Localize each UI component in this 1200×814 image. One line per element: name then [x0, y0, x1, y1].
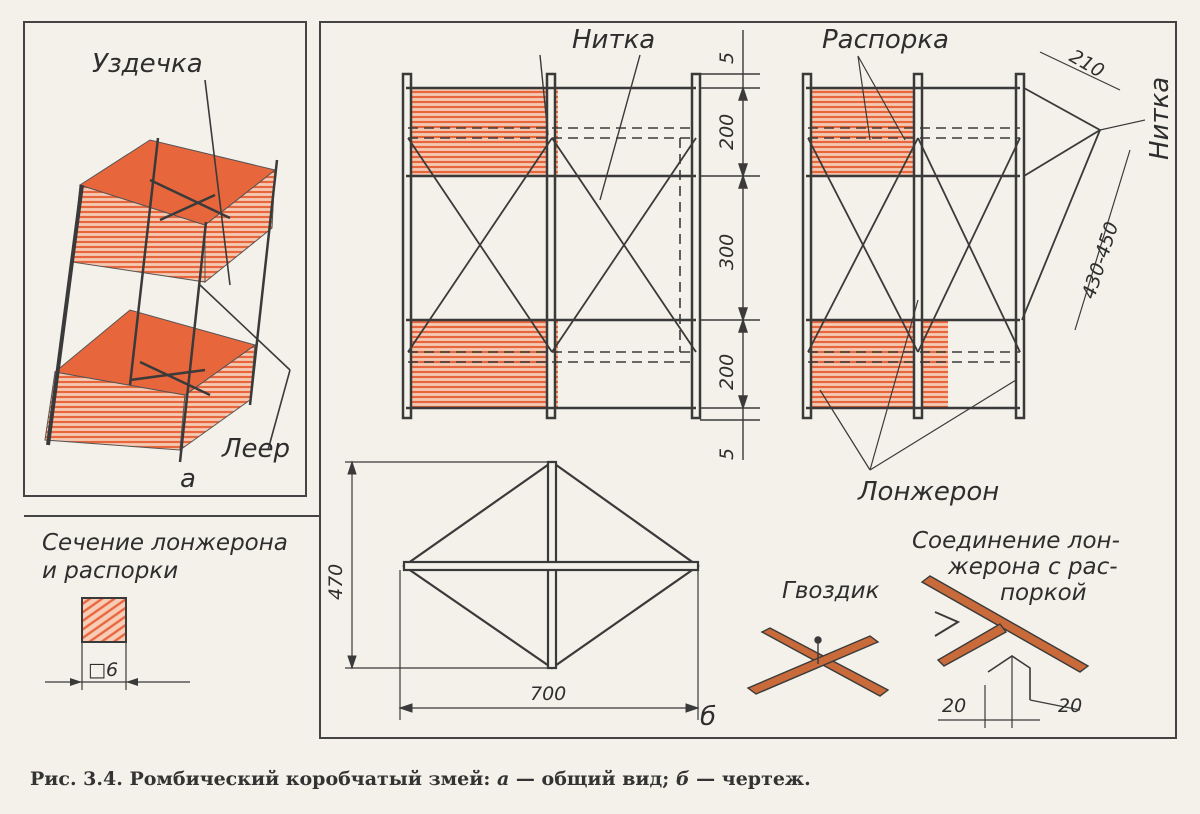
label-line-top: Нитка — [572, 25, 655, 55]
frame-view-a — [23, 21, 307, 497]
label-joint-1: Соединение лон- — [912, 528, 1120, 554]
label-bridle: Уздечка — [92, 49, 203, 79]
spreader-joint — [920, 575, 1090, 728]
label-joint-3: поркой — [1000, 580, 1087, 606]
dim-bottom: 5 — [716, 448, 738, 460]
caption-a-text: — общий вид; — [509, 768, 676, 790]
dim-bridle: 210 — [1066, 45, 1108, 82]
figure-caption: Рис. 3.4. Ромбический коробчатый змей: а… — [30, 768, 811, 790]
section-square — [45, 597, 190, 690]
label-nail: Гвоздик — [782, 578, 880, 604]
label-leer: Леер — [221, 434, 290, 464]
front-elevation — [401, 54, 702, 420]
side-elevation — [801, 51, 1146, 471]
kite-perspective — [44, 79, 291, 463]
label-view-a: а — [180, 464, 196, 494]
label-section-2: и распорки — [42, 558, 178, 584]
dim-top: 5 — [716, 52, 738, 64]
caption-b-text: — чертеж. — [689, 768, 811, 790]
label-joint-2: жерона с рас- — [947, 554, 1118, 580]
caption-a: а — [496, 768, 510, 790]
dim-upper: 200 — [716, 114, 738, 150]
dim-joint-right: 20 — [1058, 695, 1082, 717]
label-view-b: б — [700, 702, 716, 732]
label-line-right: Нитка — [1145, 77, 1175, 160]
label-longeron: Лонжерон — [857, 477, 999, 507]
dimension-chain — [700, 30, 760, 460]
caption-b: б — [675, 768, 690, 790]
front-upper-fabric — [406, 88, 558, 176]
top-view-rhombus — [345, 460, 700, 720]
dim-middle: 300 — [716, 234, 738, 270]
frame-drawing — [319, 21, 1177, 739]
label-spreader: Распорка — [822, 25, 949, 55]
caption-prefix: Рис. 3.4. Ромбический коробчатый змей: — [30, 768, 497, 790]
dim-joint-left: 20 — [942, 695, 966, 717]
lower-cell-fabric-back — [53, 309, 257, 396]
nail-joint — [746, 627, 890, 697]
dim-lower: 200 — [716, 354, 738, 390]
dim-line: 430-450 — [1078, 219, 1123, 301]
label-section-1: Сечение лонжерона — [42, 530, 288, 556]
dim-section: □6 — [88, 659, 118, 681]
dim-height: 470 — [325, 564, 347, 600]
front-lower-fabric — [406, 320, 558, 408]
dim-width: 700 — [530, 683, 566, 705]
